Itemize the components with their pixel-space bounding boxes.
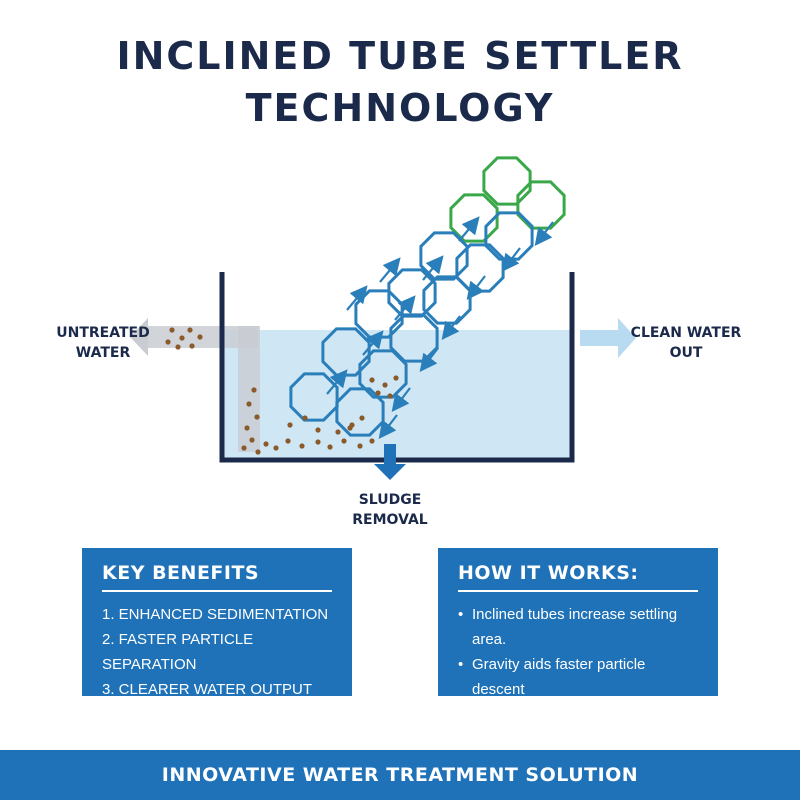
flow-arrow-icon	[458, 216, 480, 242]
flow-arrow-icon	[466, 275, 486, 300]
sediment-particle	[327, 444, 333, 450]
benefit-item: 1. ENHANCED SEDIMENTATION	[102, 606, 329, 623]
inlet-label: UNTREATED WATER	[48, 323, 158, 363]
how-it-works-panel: HOW IT WORKS: • Inclined tubes increase s…	[438, 548, 718, 698]
sediment-particle	[254, 414, 260, 420]
outlet-arrow-icon	[580, 318, 636, 358]
tube-cell	[335, 387, 385, 437]
title-line-2: TECHNOLOGY	[245, 86, 555, 130]
sediment-particle	[375, 390, 381, 396]
sediment-particle	[285, 438, 291, 444]
flow-arrow-icon	[501, 247, 521, 272]
sediment-particle	[369, 438, 375, 444]
sludge-label: SLUDGE REMOVAL	[340, 490, 440, 530]
flow-arrow-icon	[441, 315, 461, 340]
sludge-label-line-1: SLUDGE	[358, 492, 422, 508]
tube-cell	[449, 193, 499, 243]
sediment-particle	[175, 344, 181, 350]
flow-arrow-icon	[419, 347, 439, 372]
how-item-text: Inclined tubes increase settling area.	[472, 606, 678, 648]
tube-cell	[321, 327, 371, 377]
flow-arrow-icon	[534, 221, 554, 246]
benefit-item: 3. CLEARER WATER OUTPUT	[102, 681, 313, 698]
sediment-particle	[349, 422, 355, 428]
flow-arrow-icon	[391, 387, 411, 412]
flow-arrow-icon	[422, 255, 444, 281]
sediment-particle	[299, 443, 305, 449]
sediment-particle	[315, 439, 321, 445]
sediment-particle	[189, 343, 195, 349]
tank-outline	[219, 272, 575, 463]
outlet-label-line-1: CLEAN WATER	[630, 325, 742, 341]
tube-cell	[387, 268, 437, 318]
sludge-label-line-2: REMOVAL	[352, 512, 428, 528]
tube-cell	[484, 211, 534, 261]
flow-arrows	[326, 216, 554, 439]
sediment-particle	[287, 422, 293, 428]
sediment-particle	[302, 415, 308, 421]
title-line-1: INCLINED TUBE SETTLER	[116, 34, 684, 78]
tube-cell	[389, 313, 439, 363]
sediment-particle	[179, 335, 185, 341]
flow-arrow-icon	[378, 414, 398, 439]
sediment-particle	[315, 427, 321, 433]
flow-arrow-icon	[362, 330, 384, 356]
flow-arrow-icon	[326, 369, 348, 395]
sediment-particle	[187, 327, 193, 333]
tube-cell	[419, 231, 469, 281]
sediment-particle	[341, 438, 347, 444]
inlet-label-line-1: UNTREATED	[56, 325, 150, 341]
tube-cell	[358, 349, 408, 399]
key-benefits-panel: KEY BENEFITS 1. ENHANCED SEDIMENTATION 2…	[82, 548, 352, 698]
sediment-particle	[357, 443, 363, 449]
how-item: • Gravity aids faster particle descent	[458, 652, 698, 702]
settler-diagram	[130, 156, 636, 480]
key-benefits-list: 1. ENHANCED SEDIMENTATION 2. FASTER PART…	[102, 602, 332, 702]
inlet-label-line-2: WATER	[75, 345, 131, 361]
how-item-text: Gravity aids faster particle descent	[472, 656, 646, 698]
flow-arrow-icon	[379, 257, 401, 283]
bullet-icon: •	[458, 656, 464, 673]
key-benefits-heading: KEY BENEFITS	[102, 562, 332, 592]
tube-cell	[422, 275, 472, 325]
how-it-works-heading: HOW IT WORKS:	[458, 562, 698, 592]
sediment-particle	[263, 441, 269, 447]
footer-banner: INNOVATIVE WATER TREATMENT SOLUTION	[0, 750, 800, 800]
flow-arrow-icon	[346, 285, 368, 311]
bullet-icon: •	[458, 606, 464, 623]
sediment-particle	[197, 334, 203, 340]
sediment-particle	[273, 445, 279, 451]
sediment-particle	[246, 401, 252, 407]
sediment-particle	[169, 327, 175, 333]
sediment-particle	[249, 437, 255, 443]
flow-arrow-icon	[394, 295, 416, 321]
sludge-arrow-icon	[374, 444, 406, 480]
tube-cell	[482, 156, 532, 206]
how-it-works-list: •Inclined tubes increase settling area. …	[458, 602, 698, 702]
page-title: INCLINED TUBE SETTLER TECHNOLOGY	[0, 30, 800, 134]
inlet-pipe	[130, 318, 260, 452]
benefit-item: 2. FASTER PARTICLE SEPARATION	[102, 631, 254, 673]
sediment-particle	[165, 339, 171, 345]
sediment-particle	[335, 429, 341, 435]
sediment-particle	[255, 449, 261, 455]
inlet-arrow-icon	[130, 318, 148, 356]
sediment-particle	[244, 425, 250, 431]
outlet-label-line-2: OUT	[669, 345, 703, 361]
sediment-particle	[251, 387, 257, 393]
sediment-particle	[393, 375, 399, 381]
outlet-label: CLEAN WATER OUT	[626, 323, 746, 363]
sediment-particle	[241, 445, 247, 451]
sediment-particles	[165, 327, 399, 455]
sediment-particle	[359, 415, 365, 421]
how-item: • Inclined tubes increase settling area.	[458, 602, 698, 652]
sediment-particle	[369, 377, 375, 383]
sediment-particle	[387, 393, 393, 399]
sediment-particle	[382, 382, 388, 388]
